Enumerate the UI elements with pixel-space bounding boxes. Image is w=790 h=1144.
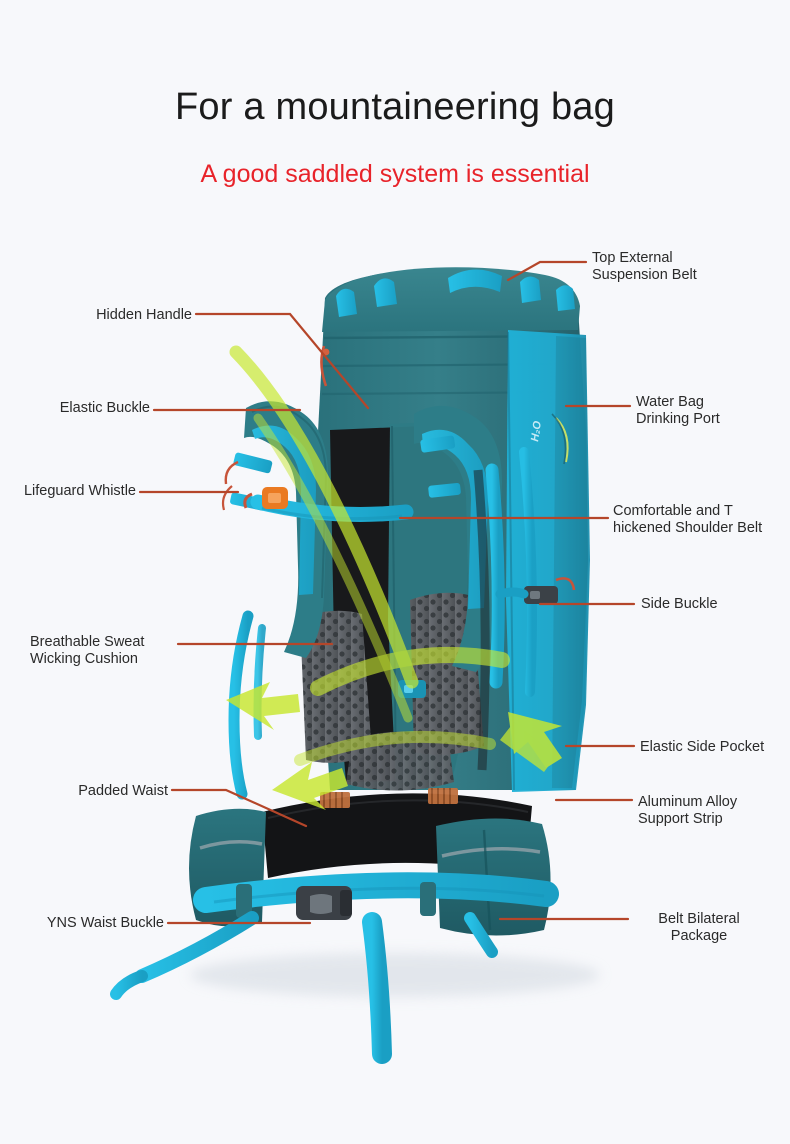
- callout-water-bag-drinking-port: Water Bag Drinking Port: [636, 394, 720, 427]
- airflow-arrows: [226, 345, 562, 810]
- page-subtitle: A good saddled system is essential: [200, 160, 590, 188]
- callout-comfortable-thickened-shoulder-belt: Comfortable and T hickened Shoulder Belt: [613, 503, 763, 536]
- callout-yns-waist-buckle: YNS Waist Buckle: [46, 915, 164, 931]
- waist-buckle-glyph: [296, 886, 352, 920]
- callout-aluminum-alloy-support-strip: Aluminum Alloy Support Strip: [638, 794, 738, 827]
- callout-elastic-side-pocket: Elastic Side Pocket: [640, 739, 765, 755]
- sternum-buckle-glyph: [243, 487, 288, 509]
- svg-text:H₂O: H₂O: [529, 420, 544, 443]
- callout-breathable-sweat-wicking-cushion: Breathable Sweat Wicking Cushion: [30, 634, 145, 667]
- callout-belt-bilateral-package: Belt Bilateral Package: [658, 911, 740, 944]
- callout-elastic-buckle: Elastic Buckle: [59, 400, 150, 416]
- callout-side-buckle: Side Buckle: [641, 596, 718, 612]
- page-title: For a mountaineering bag: [175, 86, 615, 128]
- callout-top-external-suspension-belt: Top External Suspension Belt: [592, 250, 697, 283]
- side-buckle-glyph: [495, 577, 576, 604]
- callout-lifeguard-whistle: Lifeguard Whistle: [23, 483, 136, 499]
- callout-padded-waist: Padded Waist: [78, 783, 168, 799]
- callout-hidden-handle: Hidden Handle: [96, 307, 192, 323]
